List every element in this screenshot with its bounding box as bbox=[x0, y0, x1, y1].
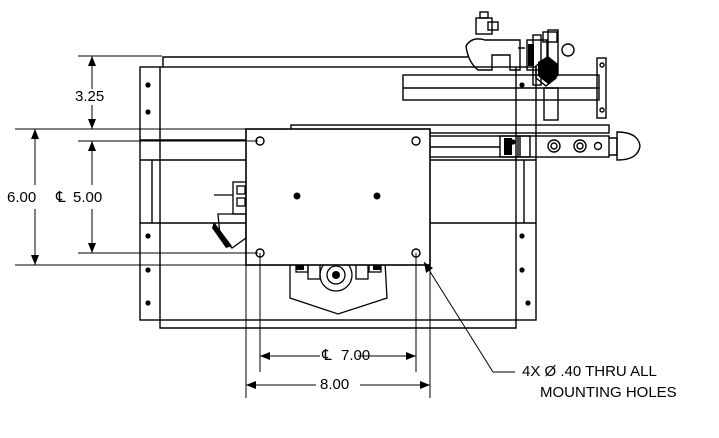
dimension-lines bbox=[15, 55, 515, 398]
centerline-symbol-horizontal: ℄ bbox=[322, 347, 332, 364]
dim-overall-height: 6.00 bbox=[7, 189, 37, 206]
callout-hole-spec: 4X Ø .40 THRU ALL bbox=[522, 363, 657, 380]
actuator-assembly bbox=[402, 11, 607, 121]
dimension-arrows bbox=[31, 56, 433, 389]
bottom-motor bbox=[289, 258, 388, 315]
left-fitting-dark bbox=[212, 222, 232, 248]
dim-hole-spacing-vertical: 5.00 bbox=[73, 189, 103, 206]
dim-plate-width: 8.00 bbox=[320, 376, 350, 393]
centerline-symbol-vertical: ℄ bbox=[56, 189, 66, 206]
housing-outline bbox=[139, 66, 537, 321]
callout-hole-label: MOUNTING HOLES bbox=[540, 384, 677, 401]
base-frame bbox=[139, 56, 537, 329]
dim-hole-spacing-horizontal: 7.00 bbox=[341, 347, 371, 364]
plate-center-screws bbox=[293, 192, 381, 200]
actuator-dark-parts bbox=[528, 44, 558, 84]
bottom-motor-dark bbox=[296, 262, 381, 279]
dim-top-height: 3.25 bbox=[75, 88, 105, 105]
housing-screws bbox=[145, 82, 531, 306]
mounting-plate bbox=[245, 128, 431, 266]
rod-block-dark bbox=[504, 138, 512, 155]
